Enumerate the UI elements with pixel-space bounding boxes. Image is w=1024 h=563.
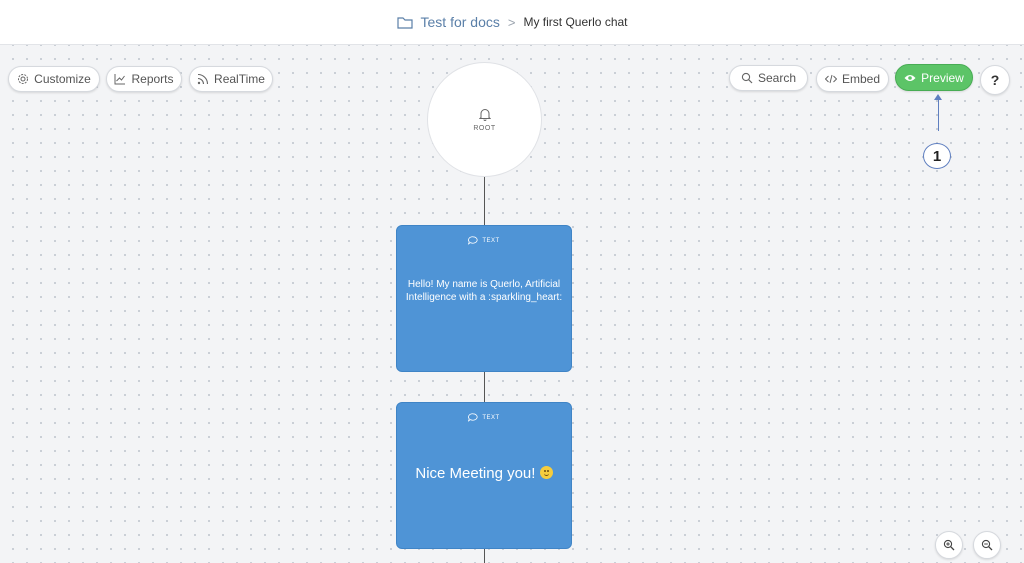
search-icon xyxy=(741,72,753,84)
customize-button[interactable]: Customize xyxy=(8,66,100,92)
breadcrumb-separator: > xyxy=(507,14,516,30)
help-label: ? xyxy=(990,72,1000,88)
zoom-in-icon xyxy=(943,539,955,551)
help-button[interactable]: ? xyxy=(980,65,1010,95)
code-icon xyxy=(824,74,837,84)
annotation-line xyxy=(938,96,939,131)
connector xyxy=(484,549,485,563)
realtime-label: RealTime xyxy=(214,72,265,86)
zoom-out-icon xyxy=(981,539,993,551)
embed-button[interactable]: Embed xyxy=(816,66,889,92)
text-card[interactable]: TEXT Hello! My name is Querlo, Artificia… xyxy=(396,225,572,372)
card-text: Nice Meeting you! xyxy=(415,465,536,482)
top-bar: Test for docs > My first Querlo chat xyxy=(0,0,1024,45)
text-card[interactable]: TEXT Nice Meeting you! xyxy=(396,402,572,549)
gear-icon xyxy=(18,74,29,84)
embed-label: Embed xyxy=(841,72,881,86)
card-text: Hello! My name is Querlo, Artificial Int… xyxy=(405,279,563,303)
connector xyxy=(484,177,485,225)
card-type-label: TEXT xyxy=(482,237,500,244)
breadcrumb-chat: My first Querlo chat xyxy=(523,15,628,29)
connector xyxy=(484,372,485,402)
preview-label: Preview xyxy=(921,70,964,85)
chat-bubble-icon xyxy=(468,413,478,422)
search-button[interactable]: Search xyxy=(729,65,808,91)
bell-icon xyxy=(478,108,491,121)
chat-bubble-icon xyxy=(468,236,478,245)
zoom-out-button[interactable] xyxy=(973,531,1001,559)
card-type: TEXT xyxy=(397,413,571,422)
folder-icon xyxy=(396,15,413,29)
root-node[interactable]: ROOT xyxy=(427,62,542,177)
zoom-in-button[interactable] xyxy=(935,531,963,559)
customize-label: Customize xyxy=(34,72,91,86)
realtime-button[interactable]: RealTime xyxy=(189,66,273,92)
annotation-bubble: 1 xyxy=(923,143,951,169)
smile-emoji-icon xyxy=(539,466,553,479)
card-body: Nice Meeting you! xyxy=(405,465,563,483)
search-label: Search xyxy=(757,71,797,85)
rss-icon xyxy=(197,73,209,85)
reports-label: Reports xyxy=(131,72,174,86)
breadcrumb-project[interactable]: Test for docs xyxy=(420,14,500,30)
preview-button[interactable]: Preview xyxy=(895,64,973,91)
breadcrumb: Test for docs > My first Querlo chat xyxy=(396,14,628,30)
eye-icon xyxy=(904,74,916,81)
root-label: ROOT xyxy=(473,124,496,132)
chart-icon xyxy=(114,74,126,85)
card-type-label: TEXT xyxy=(482,414,500,421)
reports-button[interactable]: Reports xyxy=(106,66,182,92)
card-type: TEXT xyxy=(397,236,571,245)
